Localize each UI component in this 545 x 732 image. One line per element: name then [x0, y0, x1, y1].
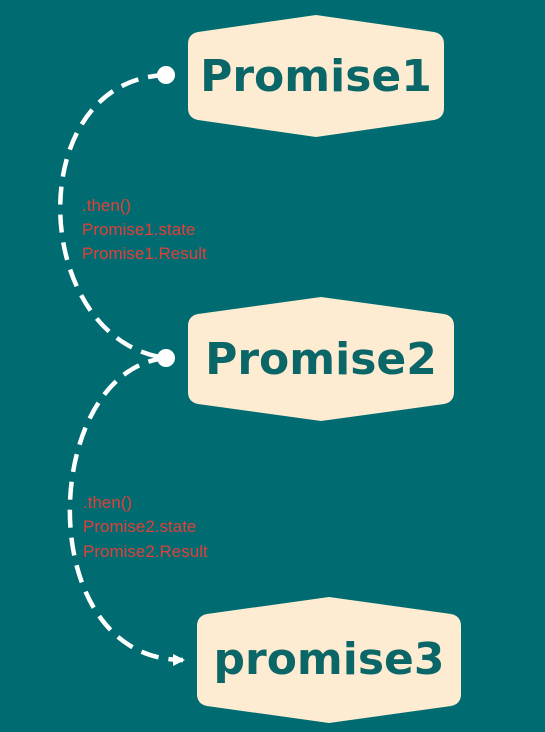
annotation-promise2-then: .then() Promise2.state Promise2.Result	[83, 493, 208, 561]
connector-line	[58, 72, 167, 361]
connector-promise1-to-promise2	[58, 66, 175, 367]
annotation-line-then: .then()	[83, 493, 132, 512]
annotation-line-result: Promise1.Result	[82, 244, 207, 263]
connector-line	[67, 355, 185, 666]
annotation-promise1-then: .then() Promise1.state Promise1.Result	[82, 196, 207, 263]
connector-promise2-to-promise3	[67, 355, 185, 666]
node-label: promise3	[214, 634, 445, 685]
node-promise1: Promise1	[188, 15, 444, 137]
annotation-line-state: Promise2.state	[83, 517, 196, 536]
node-promise2: Promise2	[188, 297, 454, 421]
annotation-line-result: Promise2.Result	[83, 542, 208, 561]
node-shape	[188, 15, 444, 137]
annotation-line-then: .then()	[82, 196, 131, 215]
annotation-line-state: Promise1.state	[82, 220, 195, 239]
node-promise3: promise3	[197, 597, 461, 723]
node-shape	[197, 597, 461, 723]
node-label: Promise2	[205, 334, 437, 385]
node-shape	[188, 297, 454, 421]
connector-start-dot	[157, 66, 175, 84]
node-label: Promise1	[200, 51, 432, 102]
